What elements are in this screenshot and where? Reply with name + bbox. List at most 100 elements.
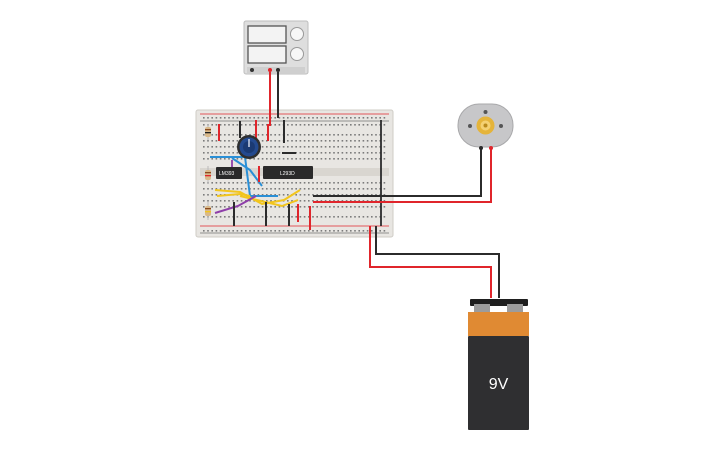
breadboard-hole[interactable] [337,140,339,142]
breadboard-hole[interactable] [316,216,318,218]
breadboard-hole[interactable] [375,140,377,142]
breadboard-hole[interactable] [383,206,386,208]
breadboard-hole[interactable] [249,230,251,232]
breadboard-hole[interactable] [350,117,352,119]
breadboard-hole[interactable] [211,188,213,190]
breadboard-hole[interactable] [362,124,365,126]
breadboard-hole[interactable] [299,146,302,148]
breadboard-hole[interactable] [224,200,226,202]
breadboard-hole[interactable] [215,140,218,142]
breadboard-hole[interactable] [224,216,226,218]
breadboard-hole[interactable] [362,158,365,160]
breadboard-hole[interactable] [329,200,331,202]
breadboard-hole[interactable] [295,146,297,148]
breadboard-hole[interactable] [345,152,348,154]
breadboard-hole[interactable] [350,140,352,142]
breadboard-hole[interactable] [320,152,323,154]
breadboard-hole[interactable] [316,206,318,208]
breadboard-hole[interactable] [312,188,314,190]
breadboard-hole[interactable] [312,134,314,136]
breadboard-hole[interactable] [287,124,289,126]
breadboard-hole[interactable] [358,152,360,154]
breadboard-hole[interactable] [261,182,264,184]
breadboard-hole[interactable] [232,124,234,126]
breadboard-hole[interactable] [236,200,239,202]
breadboard-hole[interactable] [211,117,213,119]
breadboard-hole[interactable] [291,158,293,160]
breadboard-hole[interactable] [219,206,222,208]
breadboard-hole[interactable] [232,188,234,190]
breadboard-hole[interactable] [266,152,268,154]
breadboard-hole[interactable] [329,124,331,126]
breadboard-hole[interactable] [299,152,302,154]
breadboard-hole[interactable] [366,230,369,232]
breadboard-hole[interactable] [270,134,272,136]
breadboard-hole[interactable] [266,188,268,190]
breadboard-hole[interactable] [240,216,243,218]
breadboard-hole[interactable] [320,188,323,190]
breadboard-hole[interactable] [337,194,339,196]
breadboard-hole[interactable] [257,194,260,196]
breadboard-hole[interactable] [278,134,281,136]
breadboard-hole[interactable] [215,134,218,136]
breadboard-hole[interactable] [354,134,356,136]
breadboard-hole[interactable] [253,134,255,136]
breadboard-hole[interactable] [224,206,226,208]
breadboard-hole[interactable] [320,158,323,160]
breadboard-hole[interactable] [291,216,293,218]
breadboard-hole[interactable] [312,152,314,154]
breadboard-hole[interactable] [211,158,213,160]
breadboard-hole[interactable] [270,206,272,208]
breadboard-hole[interactable] [261,230,264,232]
breadboard-hole[interactable] [354,124,356,126]
breadboard-hole[interactable] [303,206,306,208]
breadboard-hole[interactable] [207,188,209,190]
breadboard-hole[interactable] [333,216,335,218]
breadboard-hole[interactable] [341,146,344,148]
breadboard-hole[interactable] [312,182,314,184]
breadboard-hole[interactable] [295,117,297,119]
breadboard-hole[interactable] [299,117,302,119]
breadboard-hole[interactable] [337,158,339,160]
breadboard-hole[interactable] [366,134,369,136]
breadboard-hole[interactable] [203,134,205,136]
breadboard-hole[interactable] [266,117,268,119]
breadboard-hole[interactable] [324,158,327,160]
breadboard-hole[interactable] [341,206,344,208]
breadboard-hole[interactable] [303,182,306,184]
breadboard-hole[interactable] [282,216,285,218]
breadboard-hole[interactable] [228,152,230,154]
breadboard-hole[interactable] [341,200,344,202]
breadboard-hole[interactable] [362,206,365,208]
breadboard-hole[interactable] [228,140,230,142]
breadboard-hole[interactable] [362,140,365,142]
breadboard-hole[interactable] [354,182,356,184]
breadboard-hole[interactable] [333,188,335,190]
breadboard-hole[interactable] [299,134,302,136]
breadboard-hole[interactable] [282,230,285,232]
breadboard-hole[interactable] [375,200,377,202]
breadboard-hole[interactable] [303,158,306,160]
breadboard-hole[interactable] [240,200,243,202]
breadboard-hole[interactable] [274,188,276,190]
breadboard-hole[interactable] [257,134,260,136]
breadboard-hole[interactable] [366,124,369,126]
breadboard-hole[interactable] [219,200,222,202]
breadboard-hole[interactable] [274,182,276,184]
breadboard-hole[interactable] [245,230,247,232]
breadboard-hole[interactable] [207,140,209,142]
breadboard-hole[interactable] [379,117,381,119]
breadboard-hole[interactable] [358,216,360,218]
breadboard-hole[interactable] [366,188,369,190]
breadboard-hole[interactable] [312,117,314,119]
breadboard-hole[interactable] [291,140,293,142]
breadboard-hole[interactable] [282,146,285,148]
breadboard-hole[interactable] [211,124,213,126]
breadboard-hole[interactable] [337,146,339,148]
breadboard-hole[interactable] [316,140,318,142]
breadboard-hole[interactable] [282,188,285,190]
breadboard-hole[interactable] [308,134,310,136]
breadboard-hole[interactable] [329,188,331,190]
breadboard-hole[interactable] [236,117,239,119]
breadboard-hole[interactable] [274,158,276,160]
